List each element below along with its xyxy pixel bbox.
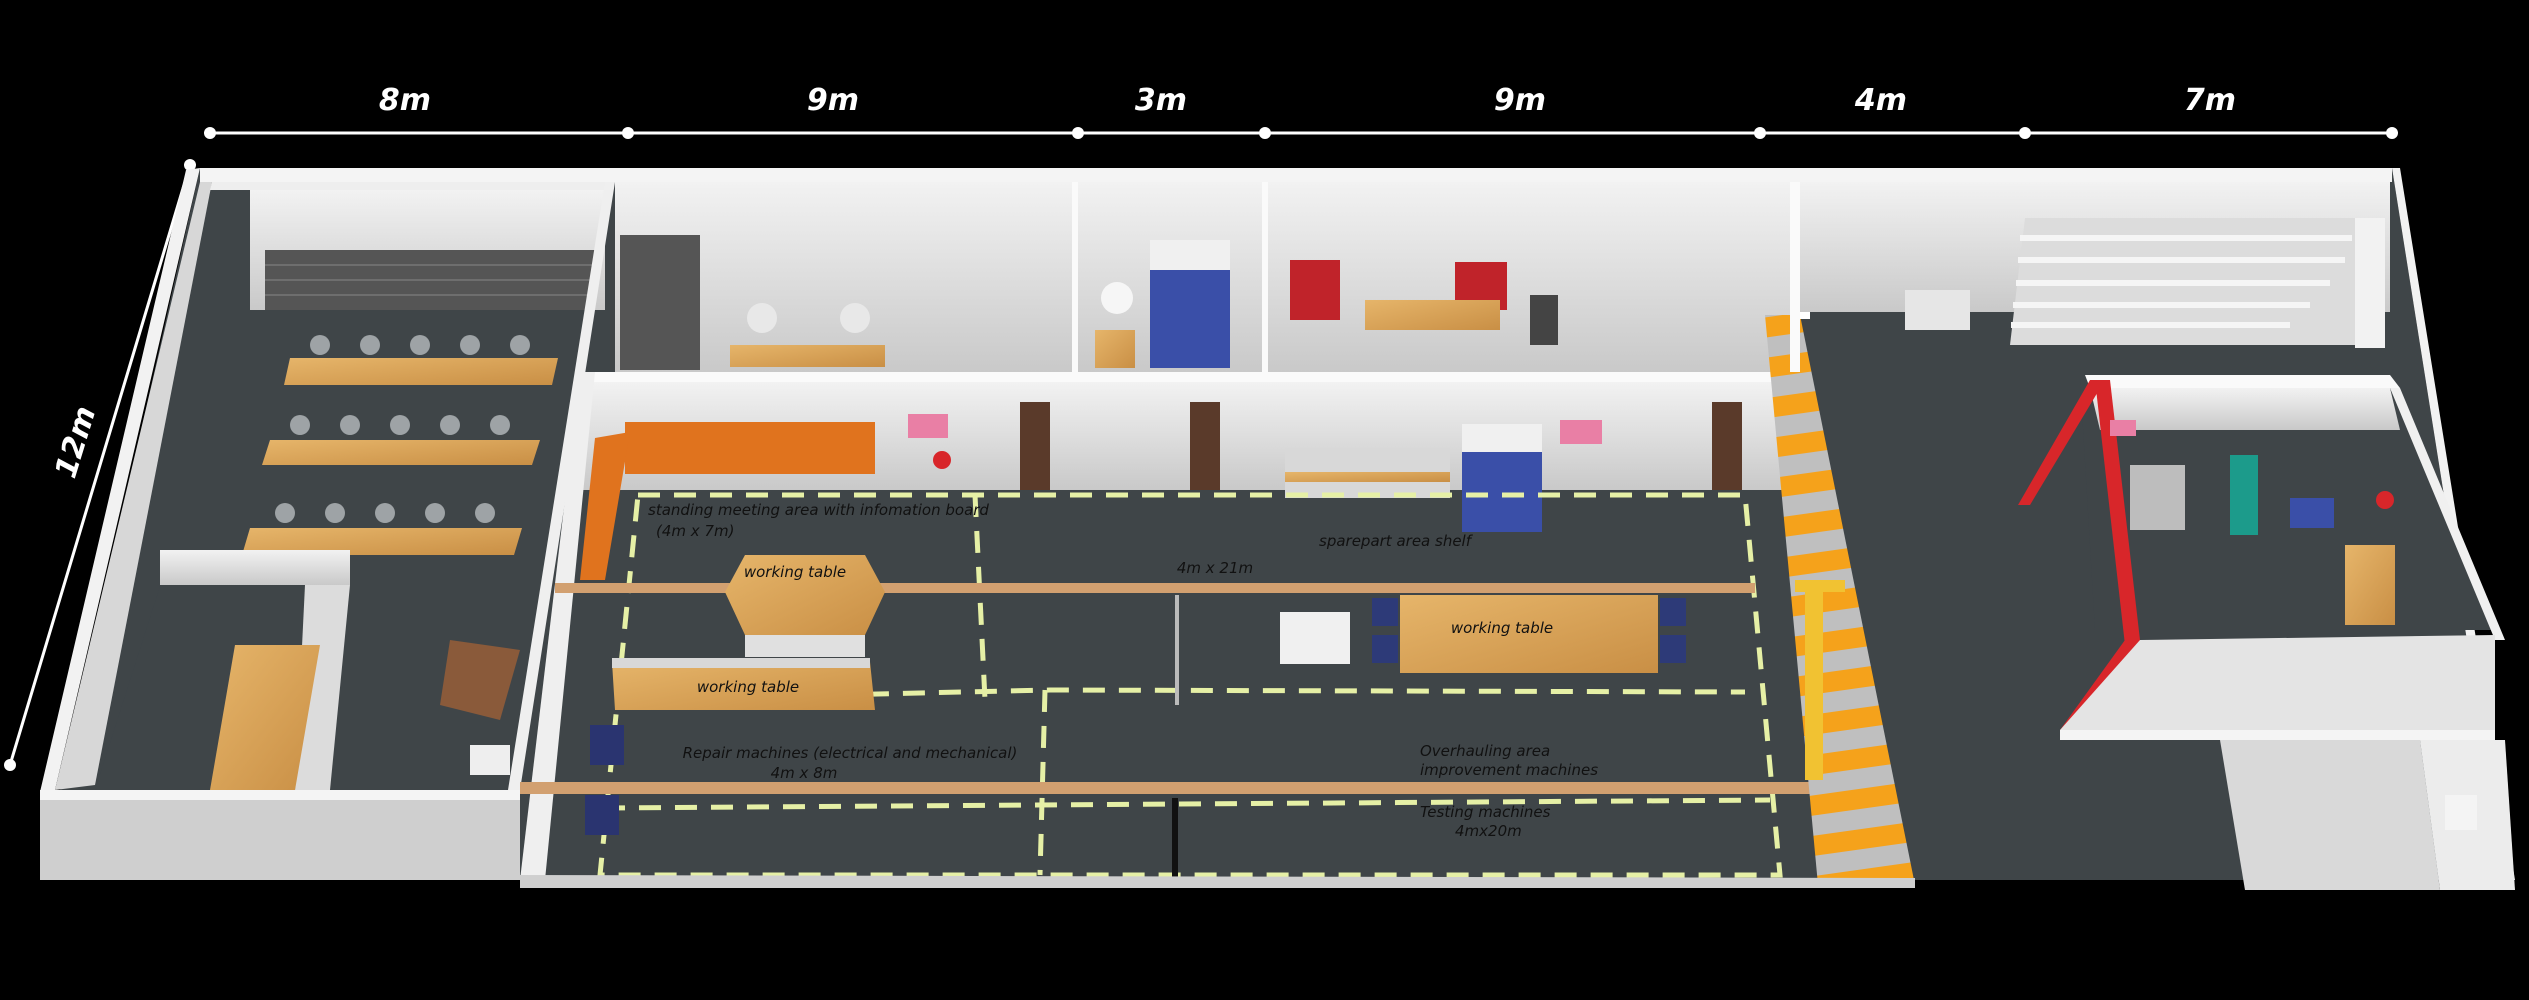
trolley	[1905, 290, 1970, 330]
fire-extinguisher-icon	[933, 451, 951, 469]
door	[440, 640, 520, 720]
testing-machines-size-label: 4mx20m	[1455, 822, 1522, 840]
left-outer-wall-inner	[55, 182, 212, 790]
blue-bin	[2290, 498, 2334, 528]
dimension-label: 7m	[2184, 83, 2236, 118]
depth-label: 12m	[49, 402, 104, 482]
rail-support	[1175, 595, 1179, 705]
chair	[840, 303, 870, 333]
cabinet	[1530, 295, 1558, 345]
repair-machines-size-label: 4m x 8m	[771, 764, 838, 782]
sink	[2445, 795, 2477, 830]
rail-support	[1172, 798, 1178, 880]
meeting-area-size-label: (4m x 7m)	[656, 522, 734, 540]
back-room-1	[615, 182, 1075, 372]
drill-press	[2230, 455, 2258, 535]
pink-sign	[1560, 420, 1602, 444]
repair-machine	[590, 725, 624, 765]
working-table	[1400, 595, 1658, 673]
information-board-side	[580, 432, 630, 580]
right-area	[1800, 182, 2515, 890]
back-room-2	[1072, 182, 1265, 372]
working-table	[612, 662, 875, 710]
chair	[747, 303, 777, 333]
back-room-3	[1262, 182, 1790, 372]
sink	[470, 745, 510, 775]
restroom	[2220, 740, 2440, 890]
dimension-tick	[2019, 127, 2031, 139]
dimension-label: 9m	[1494, 83, 1546, 118]
dimension-tick	[1072, 127, 1084, 139]
chair-row	[275, 335, 530, 523]
pink-sign	[2110, 420, 2136, 436]
door	[1020, 402, 1050, 490]
overhauling-area-label: Overhauling area	[1420, 742, 1550, 760]
desk	[1365, 300, 1500, 330]
working-table-label: working table	[744, 563, 846, 581]
dimension-tick	[622, 127, 634, 139]
overhead-rail	[520, 782, 1860, 794]
overall-size-label: 4m x 21m	[1177, 559, 1253, 577]
fire-extinguisher-icon	[2376, 491, 2394, 509]
red-frame	[2018, 380, 2105, 505]
width-dimension-line	[204, 127, 2398, 139]
depth-dimension-line	[4, 159, 196, 771]
dimension-tick	[204, 127, 216, 139]
repair-machines-label: Repair machines (electrical and mechanic…	[683, 744, 1018, 762]
dimension-label: 8m	[379, 83, 431, 118]
desk-row	[242, 358, 558, 555]
information-board	[625, 422, 875, 474]
dimension-tick	[1754, 127, 1766, 139]
dimension-tick	[2386, 127, 2398, 139]
left-outer-wall	[40, 168, 200, 792]
dimension-label: 3m	[1135, 83, 1187, 118]
back-wall-top	[200, 168, 2392, 182]
working-table-label: working table	[697, 678, 799, 696]
plant-icon	[1101, 282, 1133, 314]
door	[1712, 402, 1742, 490]
tool-cabinet-group	[1372, 598, 1686, 663]
improvement-machines-label: improvement machines	[1420, 761, 1598, 779]
hexagon-working-table	[725, 555, 885, 635]
repair-machine	[585, 795, 619, 835]
office-room	[40, 182, 615, 880]
testing-machines-label: Testing machines	[1420, 803, 1551, 821]
trolley	[1280, 612, 1350, 664]
lathe-machine	[2130, 465, 2185, 530]
overhead-rail	[555, 583, 1755, 593]
desk	[730, 345, 885, 367]
pink-sign	[908, 414, 948, 438]
door	[1190, 402, 1220, 490]
dimension-label: 4m	[1854, 83, 1907, 118]
meeting-area-label: standing meeting area with infomation bo…	[648, 501, 989, 519]
meeting-table	[210, 645, 320, 790]
desk	[2345, 545, 2395, 625]
dimension-label: 9m	[807, 83, 859, 118]
sparepart-shelf-label: sparepart area shelf	[1319, 532, 1474, 550]
red-workbench	[1290, 260, 1340, 320]
working-table-label: working table	[1451, 619, 1553, 637]
dimension-tick	[1259, 127, 1271, 139]
red-frame	[2095, 380, 2140, 645]
gantry-crane	[1805, 580, 1823, 780]
hazard-walkway	[1765, 315, 1915, 885]
storage-shelf	[620, 235, 700, 370]
